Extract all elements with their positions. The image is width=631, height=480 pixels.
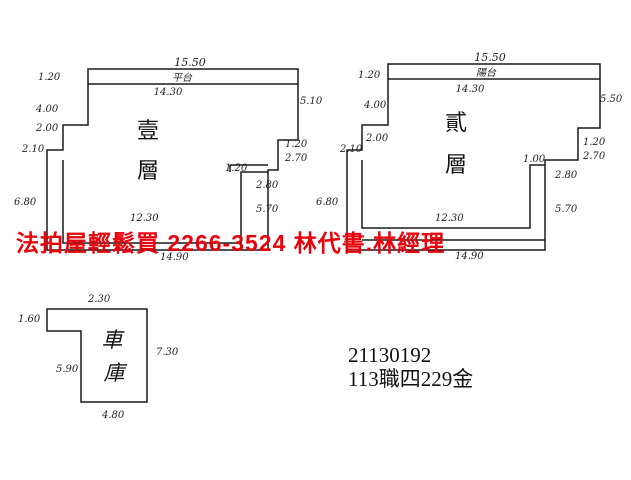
floor1-room-label: 層 bbox=[137, 159, 159, 184]
dimension-label: 1.20 bbox=[358, 70, 381, 81]
dimension-label: 15.50 bbox=[174, 56, 206, 69]
garage-room-label: 車 bbox=[102, 328, 126, 352]
dimension-label: 2.30 bbox=[87, 294, 111, 305]
dimension-label: 15.50 bbox=[474, 51, 506, 64]
dimension-label: 14.30 bbox=[456, 84, 485, 95]
floor1-room-label: 壹 bbox=[137, 119, 159, 144]
floor2-balcony-label: 陽台 bbox=[476, 67, 497, 79]
floor2-room-label: 貳 bbox=[445, 111, 467, 136]
floor1-outline bbox=[46, 68, 299, 251]
dimension-label: 1.20 bbox=[583, 137, 606, 148]
floor1-balcony-label: 平台 bbox=[172, 72, 193, 84]
dimension-label: 14.90 bbox=[160, 252, 189, 263]
dimension-label: 12.30 bbox=[435, 213, 464, 224]
dimension-label: 7.30 bbox=[156, 347, 179, 358]
dimension-label: 1.00 bbox=[523, 154, 546, 165]
dimension-label: 2.70 bbox=[582, 151, 606, 162]
dimension-label: 2.70 bbox=[284, 153, 308, 164]
advertisement-banner: 法拍屋輕鬆買 2266-3524 林代書.林經理 bbox=[16, 230, 446, 256]
case-reference: 113職四229金 bbox=[348, 367, 474, 391]
dimension-label: 1.60 bbox=[18, 314, 41, 325]
dimension-label: 2.10 bbox=[21, 144, 45, 155]
dimension-label: 1.20 bbox=[38, 72, 61, 83]
floor2-outline bbox=[346, 63, 601, 251]
dimension-label: 2.10 bbox=[339, 144, 363, 155]
dimension-label: 4.00 bbox=[363, 100, 387, 111]
dimension-label: 4.00 bbox=[35, 104, 59, 115]
dimension-label: 6.80 bbox=[316, 197, 339, 208]
garage-outline bbox=[46, 308, 148, 403]
dimension-label: 5.50 bbox=[600, 94, 623, 105]
case-info: 21130192 113職四229金 bbox=[348, 343, 473, 391]
dimension-label: 14.30 bbox=[154, 87, 183, 98]
garage-room-label: 庫 bbox=[104, 361, 128, 385]
dimension-label: 5.70 bbox=[256, 204, 279, 215]
floor1-labels: 壹 層 平台 15.50 14.30 1.20 4.00 2.00 2.10 6… bbox=[14, 56, 323, 263]
dimension-label: 2.00 bbox=[365, 133, 389, 144]
garage-labels: 車 庫 2.30 1.60 5.90 7.30 4.80 bbox=[18, 294, 179, 421]
dimension-label: 12.30 bbox=[130, 213, 159, 224]
dimension-label: 1.20 bbox=[225, 163, 248, 174]
dimension-label: 2.80 bbox=[255, 180, 279, 191]
floor2-labels: 貳 層 陽台 15.50 14.30 1.20 4.00 2.00 2.10 6… bbox=[316, 51, 623, 262]
dimension-label: 14.90 bbox=[455, 251, 484, 262]
dimension-label: 4.80 bbox=[101, 410, 125, 421]
dimension-label: 5.70 bbox=[555, 204, 578, 215]
dimension-label: 2.00 bbox=[35, 123, 59, 134]
dimension-label: 5.90 bbox=[56, 364, 79, 375]
floor2-room-label: 層 bbox=[445, 153, 467, 178]
dimension-label: 1.20 bbox=[285, 139, 308, 150]
dimension-label: 2.80 bbox=[554, 170, 578, 181]
dimension-label: 6.80 bbox=[14, 197, 37, 208]
case-number: 21130192 bbox=[348, 343, 432, 367]
dimension-label: 5.10 bbox=[300, 96, 323, 107]
